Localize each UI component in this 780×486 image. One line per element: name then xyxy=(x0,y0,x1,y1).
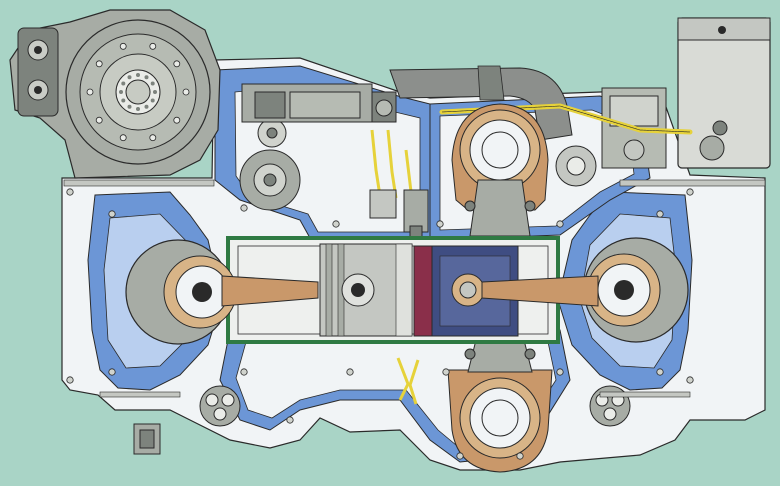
spline-tooth xyxy=(153,90,157,94)
spline-tooth xyxy=(127,104,132,109)
gear-bolt xyxy=(173,60,181,68)
casing-bolt xyxy=(108,210,116,218)
casing-bolt xyxy=(656,210,664,218)
spline-tooth xyxy=(121,81,126,86)
timing-gear-icon xyxy=(65,19,211,165)
casing-bolt xyxy=(240,204,248,212)
gear-bolt xyxy=(95,116,103,124)
casing-bolt xyxy=(332,220,340,228)
casing-bolt xyxy=(240,368,248,376)
casing-bolt xyxy=(456,452,464,460)
exhaust-pipe-icon xyxy=(389,65,573,141)
casing-bolt xyxy=(346,368,354,376)
casing-bolt xyxy=(556,368,564,376)
right-crankshaft-icon xyxy=(583,237,689,343)
fuel-lines xyxy=(370,103,693,405)
cam-disc-icon xyxy=(555,145,597,187)
gear-bolt xyxy=(149,134,157,142)
casing-bolt xyxy=(556,220,564,228)
left-piston-icon xyxy=(319,243,413,337)
mounting-bracket-icon xyxy=(133,423,161,455)
spline-tooth xyxy=(150,81,155,86)
spline-tooth xyxy=(150,98,155,103)
right-connecting-rod-icon xyxy=(481,275,599,307)
casing-bolt xyxy=(108,368,116,376)
casing-bolts xyxy=(66,188,694,460)
upper-crankshaft-icon xyxy=(451,103,549,237)
casing-bolt xyxy=(436,220,444,228)
spline-tooth xyxy=(144,75,149,80)
gear-bolt xyxy=(182,88,190,96)
gear-bolt xyxy=(119,42,127,50)
casing-bolt xyxy=(66,376,74,384)
casing-bolt xyxy=(656,368,664,376)
gear-bolt xyxy=(173,116,181,124)
spline-tooth xyxy=(144,104,149,109)
spline-tooth xyxy=(119,90,123,94)
oil-filter-icon xyxy=(601,17,771,169)
idler-gear-icon xyxy=(239,118,301,211)
spline-tooth xyxy=(136,107,140,111)
casing-bolt xyxy=(686,376,694,384)
spline-tooth xyxy=(121,98,126,103)
gear-bolt xyxy=(119,134,127,142)
gear-bolts xyxy=(86,42,190,142)
lower-crankshaft-icon xyxy=(447,339,553,473)
gear-bolt xyxy=(95,60,103,68)
left-connecting-rod-icon xyxy=(221,275,319,307)
oil-pump-left-icon xyxy=(199,385,241,427)
casing-bolt xyxy=(66,188,74,196)
spline-tooth xyxy=(136,73,140,77)
casing-bolt xyxy=(286,416,294,424)
gear-bolt xyxy=(149,42,157,50)
fuel-pump-icon xyxy=(241,83,397,123)
tie-rods xyxy=(63,179,766,398)
casing-bolt xyxy=(516,452,524,460)
casing-bolt xyxy=(686,188,694,196)
casing-bolt xyxy=(442,368,450,376)
spline-tooth xyxy=(127,75,132,80)
gear-bolt xyxy=(86,88,94,96)
